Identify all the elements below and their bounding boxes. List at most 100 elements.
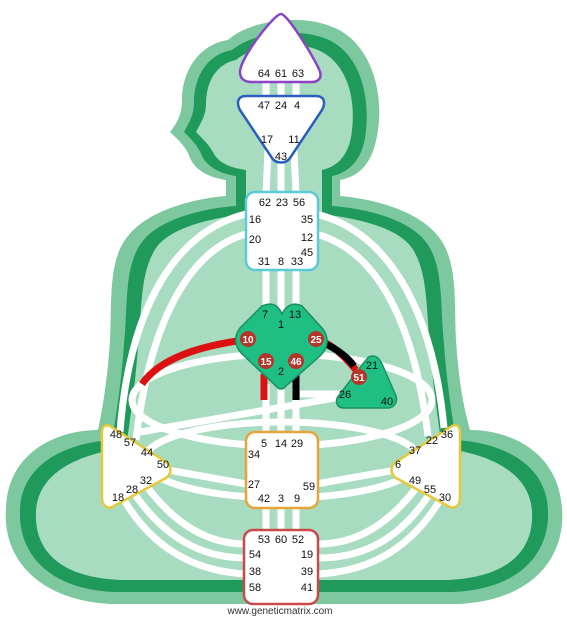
gate-12: 12 xyxy=(301,232,313,244)
channel-spleen-root-1 xyxy=(120,498,247,578)
spleen-center-shape xyxy=(100,424,172,509)
gate-46-marker xyxy=(288,353,304,369)
gate-40: 40 xyxy=(381,396,393,408)
channel-10-57-red xyxy=(139,336,245,387)
gate-10-marker xyxy=(240,331,256,347)
gate-24: 24 xyxy=(275,100,287,112)
gate-22: 22 xyxy=(426,435,438,447)
gate-4: 4 xyxy=(294,100,300,112)
gate-48: 48 xyxy=(110,429,122,441)
root-center: 53 60 52 54 19 38 39 58 41 xyxy=(242,528,320,606)
gate-54: 54 xyxy=(249,549,261,561)
gate-47: 47 xyxy=(258,100,270,112)
channel-solar-root-2 xyxy=(317,488,435,562)
channel-6-59 xyxy=(315,466,397,488)
channel-throat-spleen-inner xyxy=(132,230,247,441)
gate-51-marker xyxy=(351,369,367,385)
gate-25: 25 xyxy=(310,335,322,346)
gate-30: 30 xyxy=(439,492,451,504)
channel-25-51-black xyxy=(324,340,357,369)
footer-url: www.geneticmatrix.com xyxy=(226,606,332,617)
head-center: 64 61 63 xyxy=(238,12,322,84)
gate-39: 39 xyxy=(301,566,313,578)
gate-46: 46 xyxy=(290,357,302,368)
throat-center-shape xyxy=(244,190,320,272)
solar-plexus-center-shape xyxy=(390,424,462,509)
gate-63: 63 xyxy=(292,68,304,80)
gate-14: 14 xyxy=(275,438,287,450)
channels xyxy=(116,80,448,578)
gate-15-marker xyxy=(258,353,274,369)
gate-2: 2 xyxy=(278,366,284,378)
gate-43: 43 xyxy=(275,151,287,163)
gate-50: 50 xyxy=(157,459,169,471)
gate-62: 62 xyxy=(259,197,271,209)
channel-solar-root-3 xyxy=(317,477,425,548)
gate-28: 28 xyxy=(126,484,138,496)
gate-49: 49 xyxy=(409,475,421,487)
gate-20: 20 xyxy=(249,234,261,246)
gate-36: 36 xyxy=(441,429,453,441)
gate-21: 21 xyxy=(366,360,378,372)
gate-9: 9 xyxy=(294,493,300,505)
channel-spleen-root-3 xyxy=(139,477,247,548)
gate-53: 53 xyxy=(258,534,270,546)
sacral-center: 5 14 29 34 27 42 3 9 59 xyxy=(244,430,320,510)
sacral-center-shape xyxy=(244,430,320,510)
gate-33: 33 xyxy=(291,256,303,268)
gate-29: 29 xyxy=(291,438,303,450)
channel-spleen-root-2 xyxy=(129,488,247,562)
channel-17-62 xyxy=(262,149,272,195)
gate-25-marker xyxy=(308,331,324,347)
gate-58: 58 xyxy=(249,582,261,594)
gate-13: 13 xyxy=(289,309,301,321)
channel-throat-solar-outer xyxy=(315,210,448,429)
gate-59: 59 xyxy=(303,481,315,493)
channel-throat-spleen-outer xyxy=(116,210,247,433)
gate-45: 45 xyxy=(301,247,313,259)
gate-52: 52 xyxy=(292,534,304,546)
gate-23: 23 xyxy=(276,197,288,209)
gate-60: 60 xyxy=(275,534,287,546)
gate-51: 51 xyxy=(353,373,365,384)
head-center-shape xyxy=(238,12,322,84)
gate-6: 6 xyxy=(395,459,401,471)
throat-center: 62 23 56 16 35 20 12 45 31 8 33 xyxy=(244,190,320,272)
gate-7: 7 xyxy=(262,309,268,321)
gate-26: 26 xyxy=(339,389,351,401)
gate-10: 10 xyxy=(242,335,254,346)
spleen-center: 48 57 44 50 32 28 18 xyxy=(100,424,172,509)
channel-spleen-heart xyxy=(139,392,347,436)
gate-11: 11 xyxy=(288,134,299,146)
gate-41: 41 xyxy=(301,582,313,594)
gate-42: 42 xyxy=(258,493,270,505)
defined-channels xyxy=(139,336,359,400)
gate-17: 17 xyxy=(261,134,273,146)
gate-35: 35 xyxy=(301,214,313,226)
gate-38: 38 xyxy=(249,566,261,578)
gate-34: 34 xyxy=(248,449,260,461)
solar-plexus-center: 36 22 37 6 49 55 30 xyxy=(390,424,462,509)
channel-50-27 xyxy=(167,466,247,488)
root-center-shape xyxy=(242,528,320,606)
gate-61: 61 xyxy=(275,68,287,80)
heart-center: 21 51 26 40 xyxy=(335,355,398,409)
gate-37: 37 xyxy=(409,445,421,457)
ajna-center: 47 24 4 17 11 43 xyxy=(236,94,326,164)
gate-55: 55 xyxy=(424,484,436,496)
gate-27: 27 xyxy=(248,479,260,491)
channel-throat-solar-inner xyxy=(315,230,432,437)
gate-16: 16 xyxy=(249,214,261,226)
gate-32: 32 xyxy=(140,475,152,487)
heart-center-shape xyxy=(335,355,398,409)
gate-19: 19 xyxy=(301,549,313,561)
gate-5: 5 xyxy=(261,438,267,450)
gate-18: 18 xyxy=(112,492,124,504)
gate-44: 44 xyxy=(141,447,153,459)
channel-solar-root-1 xyxy=(317,498,444,578)
g-center: 7 1 13 10 25 15 46 2 xyxy=(235,303,328,390)
gate-56: 56 xyxy=(293,197,305,209)
g-center-shape xyxy=(235,303,328,390)
gate-8: 8 xyxy=(278,256,284,268)
